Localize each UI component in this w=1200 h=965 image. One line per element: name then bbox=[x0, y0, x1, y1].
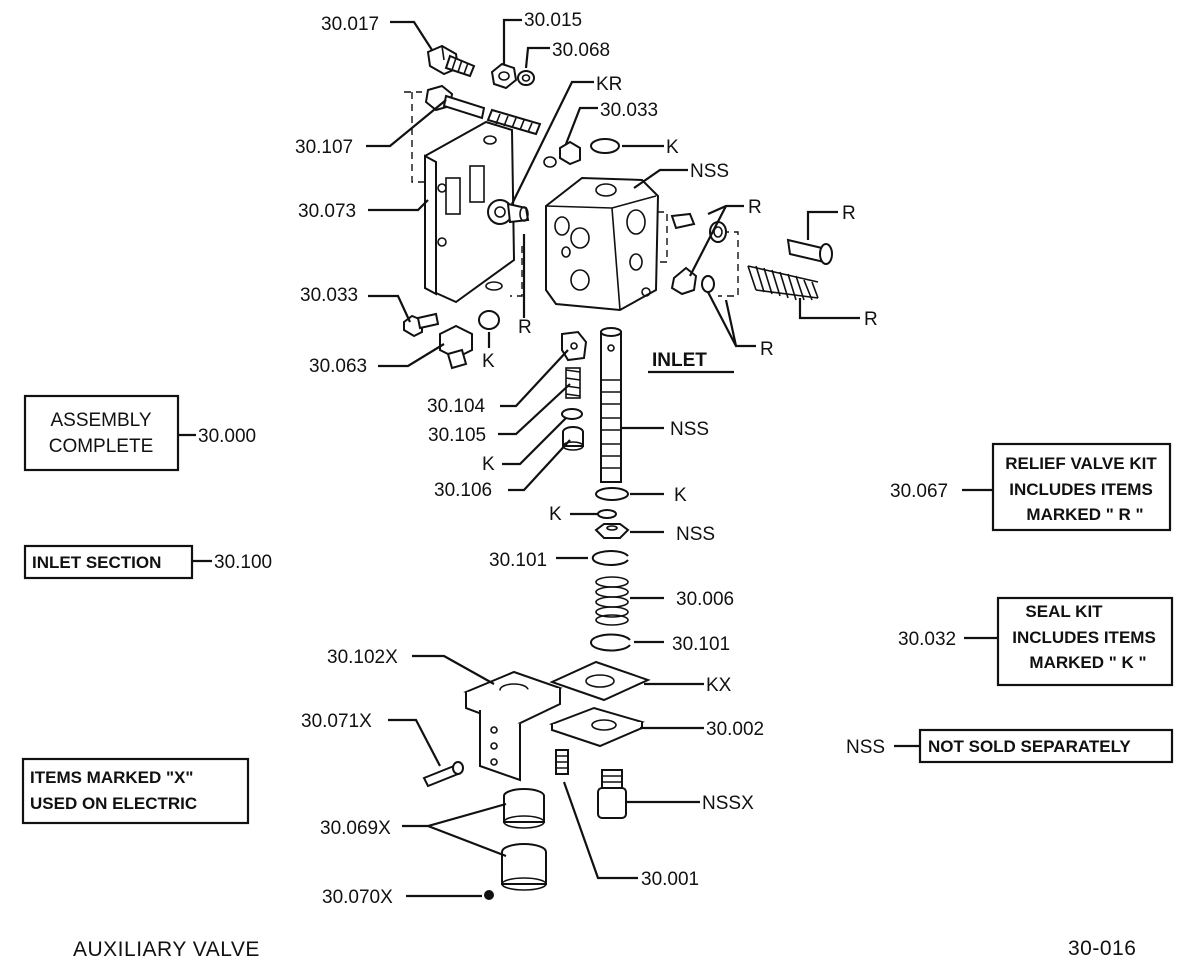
label-r-1: R bbox=[748, 197, 762, 218]
part-labels: 30.017 30.015 30.068 KR 30.033 K NSS 30.… bbox=[295, 10, 878, 908]
seal-number: 30.032 bbox=[898, 629, 956, 650]
relief-line-3: MARKED " R " bbox=[1026, 505, 1143, 524]
footer-title: AUXILIARY VALVE bbox=[73, 938, 260, 961]
tie-bolt-30107-part bbox=[424, 84, 542, 136]
label-30069x: 30.069X bbox=[320, 818, 391, 839]
label-30071x: 30.071X bbox=[301, 711, 372, 732]
sleeve-30069x-part bbox=[501, 788, 547, 891]
not-sold-separately-box: NOT SOLD SEPARATELY NSS bbox=[846, 728, 1174, 764]
bolt-30017-part bbox=[426, 44, 476, 78]
nss-text: NOT SOLD SEPARATELY bbox=[928, 737, 1131, 756]
label-nss-nut: NSS bbox=[676, 524, 715, 545]
screw-30033-left-part bbox=[403, 312, 440, 338]
label-r-5: R bbox=[760, 339, 774, 360]
valve-body-part bbox=[545, 176, 660, 312]
label-k-mid-2: K bbox=[674, 485, 687, 506]
seal-line-1: SEAL KIT bbox=[1025, 602, 1103, 621]
label-kx: KX bbox=[706, 675, 732, 696]
label-30001: 30.001 bbox=[641, 869, 699, 890]
nut-nss-part bbox=[594, 523, 630, 539]
snap-ring-30101-b bbox=[590, 633, 631, 652]
label-30073: 30.073 bbox=[298, 201, 356, 222]
fitting-nssx-part bbox=[597, 769, 627, 819]
label-k-left: K bbox=[482, 351, 495, 372]
label-k-mid-3: K bbox=[549, 504, 562, 525]
label-30033-top: 30.033 bbox=[600, 100, 658, 121]
x-line-2: USED ON ELECTRIC bbox=[30, 794, 197, 813]
label-r-4: R bbox=[864, 309, 878, 330]
screw-30001-part bbox=[555, 749, 569, 775]
oring-k-top-part bbox=[590, 138, 620, 154]
plug-kr-part bbox=[487, 199, 530, 225]
label-30104: 30.104 bbox=[427, 396, 486, 417]
seal-line-2: INCLUDES ITEMS bbox=[1012, 628, 1156, 647]
assembly-number: 30.000 bbox=[198, 426, 256, 447]
nut-30015-part bbox=[490, 62, 518, 90]
label-30002: 30.002 bbox=[706, 719, 764, 740]
x-line-1: ITEMS MARKED "X" bbox=[30, 768, 193, 787]
label-30068: 30.068 bbox=[552, 40, 610, 61]
footer-page-number: 30-016 bbox=[1068, 937, 1136, 960]
label-nss-spool: NSS bbox=[670, 419, 709, 440]
bracket-30073-part bbox=[424, 120, 516, 304]
inlet-section-box: INLET SECTION 30.100 bbox=[23, 544, 272, 580]
part-drawings bbox=[403, 44, 833, 900]
label-nssx: NSSX bbox=[702, 793, 754, 814]
screw-30033-top-part bbox=[543, 140, 581, 168]
leader-lines bbox=[178, 18, 998, 898]
relief-line-1: RELIEF VALVE KIT bbox=[1005, 454, 1157, 473]
plug-30063-part bbox=[439, 324, 473, 370]
inlet-section-text: INLET SECTION bbox=[32, 553, 161, 572]
seal-line-3: MARKED " K " bbox=[1029, 653, 1146, 672]
label-k-top: K bbox=[666, 137, 679, 158]
assembly-line-2: COMPLETE bbox=[49, 436, 154, 457]
plate-30002-part bbox=[549, 706, 645, 748]
washer-30068-part bbox=[517, 70, 535, 86]
label-30015: 30.015 bbox=[524, 10, 582, 31]
label-30063: 30.063 bbox=[309, 356, 367, 377]
label-30105: 30.105 bbox=[428, 425, 486, 446]
oring-k-spool-2 bbox=[597, 509, 617, 519]
relief-line-2: INCLUDES ITEMS bbox=[1009, 480, 1153, 499]
label-r-2: R bbox=[842, 203, 856, 224]
label-30102x: 30.102X bbox=[327, 647, 398, 668]
label-30006: 30.006 bbox=[676, 589, 734, 610]
ball-30070x-part bbox=[484, 890, 494, 900]
relief-number: 30.067 bbox=[890, 481, 948, 502]
relief-valve-kit-box: RELIEF VALVE KIT INCLUDES ITEMS MARKED "… bbox=[890, 442, 1172, 532]
assembly-line-1: ASSEMBLY bbox=[50, 410, 151, 431]
label-30101-a: 30.101 bbox=[489, 550, 547, 571]
label-r-3: R bbox=[518, 317, 532, 338]
label-30033-left: 30.033 bbox=[300, 285, 358, 306]
label-k-mid-1: K bbox=[482, 454, 495, 475]
spool-part bbox=[600, 327, 622, 483]
seal-kit-box: SEAL KIT INCLUDES ITEMS MARKED " K " 30.… bbox=[898, 596, 1174, 687]
label-inlet: INLET bbox=[652, 350, 707, 371]
nss-key: NSS bbox=[846, 737, 885, 758]
check-parts bbox=[561, 330, 588, 451]
label-30106: 30.106 bbox=[434, 480, 492, 501]
gasket-kx-part bbox=[549, 660, 651, 702]
oring-k-spool-1 bbox=[595, 487, 629, 501]
label-kr: KR bbox=[596, 74, 622, 95]
washer-k-left-part bbox=[478, 310, 500, 330]
bracket-30102x-part bbox=[463, 670, 563, 782]
label-nss-body: NSS bbox=[690, 161, 729, 182]
items-marked-x-box: ITEMS MARKED "X" USED ON ELECTRIC bbox=[21, 757, 250, 825]
spring-30006-part bbox=[595, 576, 629, 626]
assembly-complete-box: ASSEMBLY COMPLETE 30.000 bbox=[23, 394, 256, 472]
inlet-section-number: 30.100 bbox=[214, 552, 272, 573]
snap-ring-30101-a bbox=[591, 550, 629, 566]
label-30107: 30.107 bbox=[295, 137, 353, 158]
label-30070x: 30.070X bbox=[322, 887, 393, 908]
label-30101-b: 30.101 bbox=[672, 634, 730, 655]
label-30017: 30.017 bbox=[321, 14, 379, 35]
pin-30071x-part bbox=[422, 761, 464, 788]
